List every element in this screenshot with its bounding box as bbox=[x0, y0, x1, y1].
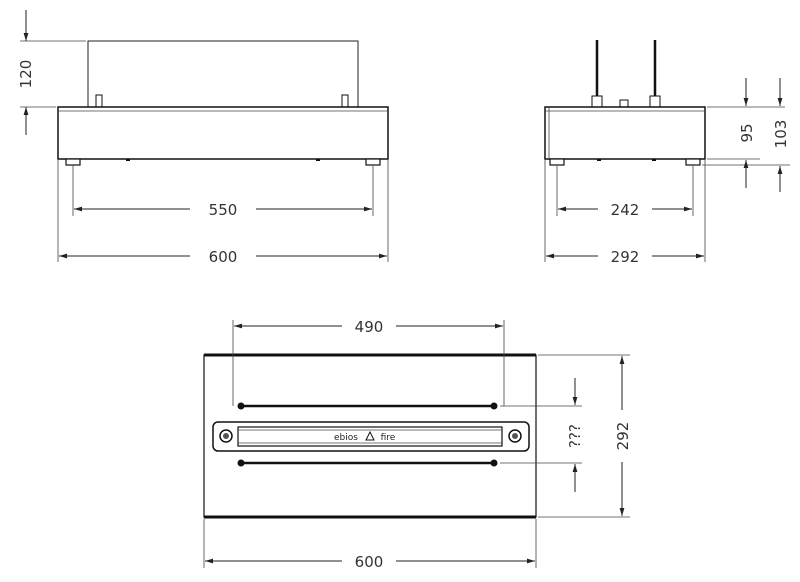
side-view: 95 103 242 292 bbox=[544, 40, 790, 266]
dim-front-overall-width: 600 bbox=[209, 248, 238, 266]
svg-text:fire: fire bbox=[381, 433, 396, 443]
front-body bbox=[57, 106, 389, 160]
dim-front-glass-height: 120 bbox=[17, 60, 35, 89]
dim-top-overall-width: 600 bbox=[355, 553, 384, 571]
front-view: 120 550 600 bbox=[17, 10, 389, 266]
dim-top-glass-length: 490 bbox=[355, 318, 384, 336]
dim-top-glass-gap: ??? bbox=[566, 424, 584, 448]
svg-text:ebios: ebios bbox=[334, 433, 358, 443]
dim-side-body-height: 95 bbox=[738, 123, 756, 142]
side-foot-right bbox=[685, 158, 701, 166]
burner-bolt-left bbox=[219, 429, 233, 443]
dim-side-overall-height: 103 bbox=[772, 120, 790, 149]
side-body bbox=[544, 106, 706, 160]
side-glass-holder-left bbox=[591, 95, 603, 109]
front-glass-clip-right bbox=[341, 94, 349, 108]
ebiosfire-logo: ebios fire bbox=[334, 430, 396, 443]
front-glass-panel bbox=[87, 40, 359, 108]
dim-side-feet-spacing: 242 bbox=[611, 201, 640, 219]
front-glass-clip-left bbox=[95, 94, 103, 108]
front-foot-left bbox=[65, 158, 81, 166]
dim-front-feet-spacing: 550 bbox=[209, 201, 238, 219]
dim-side-overall-depth: 292 bbox=[611, 248, 640, 266]
dim-top-overall-depth: 292 bbox=[614, 422, 632, 451]
top-view: ebios fire 490 ??? 292 600 bbox=[203, 318, 632, 571]
burner-bolt-right bbox=[508, 429, 522, 443]
side-glass-holder-right bbox=[649, 95, 661, 109]
side-foot-left bbox=[549, 158, 565, 166]
front-foot-right bbox=[365, 158, 381, 166]
